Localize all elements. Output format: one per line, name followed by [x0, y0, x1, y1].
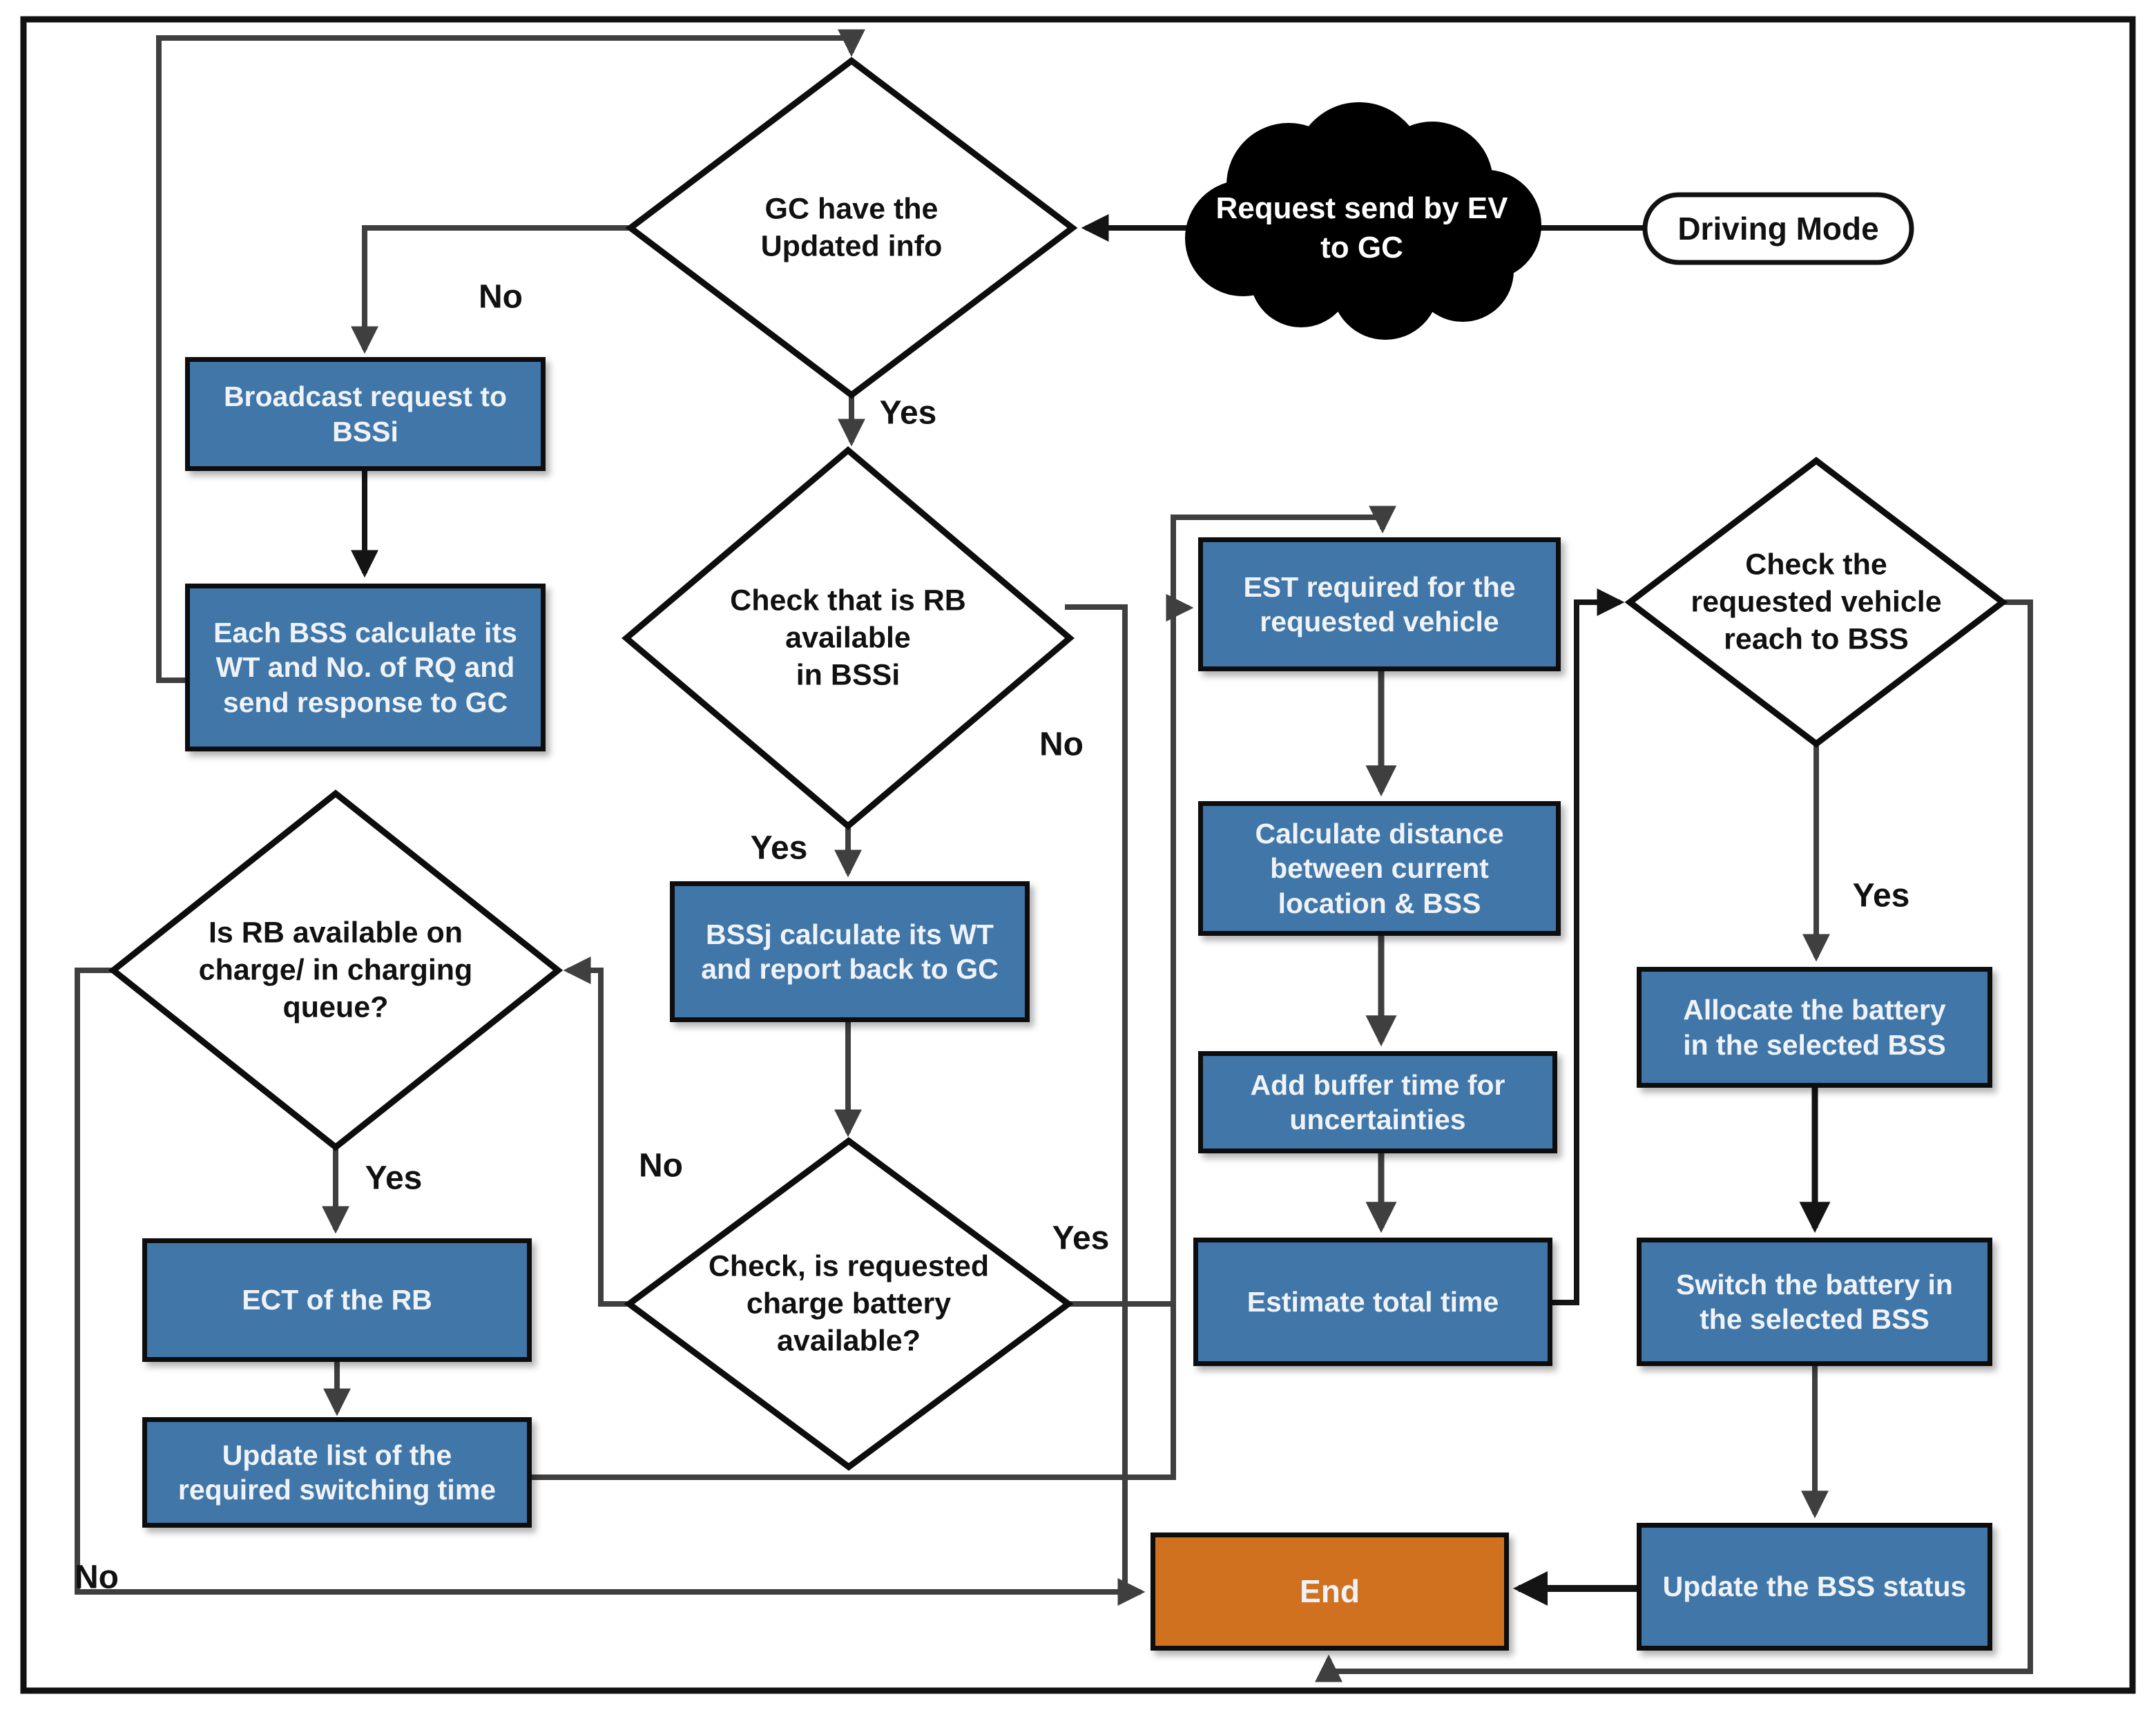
process-update-bss-status: Update the BSS status [1637, 1523, 1992, 1651]
label-yes-d4: Yes [365, 1160, 423, 1197]
process-estimate-total-time: Estimate total time [1193, 1238, 1552, 1366]
edge-d1-no-to-broadcast [351, 225, 631, 354]
label-yes-d5: Yes [1852, 877, 1910, 914]
decision-gc-updated-shape [625, 57, 1078, 399]
process-ect-of-rb: ECT of the RB [142, 1238, 532, 1362]
label-no-d1: No [479, 278, 523, 316]
label-no-d4: No [75, 1559, 119, 1596]
process-each-bss-calculate: Each BSS calculate its WT and No. of RQ … [185, 584, 546, 751]
decision-reach-bss-label: Check the requested vehicle reach to BSS [1691, 548, 1942, 655]
cloud-shape [1185, 102, 1541, 340]
process-allocate-battery: Allocate the battery in the selected BSS [1637, 967, 1992, 1088]
decision-rb-available-shape [622, 446, 1075, 830]
edge-d5-loop-to-end-bottom [1315, 599, 2033, 1682]
label-yes-d3: Yes [1052, 1220, 1110, 1257]
label-no-d3: No [639, 1147, 683, 1184]
decision-gc-updated-label: GC have the Updated info [760, 192, 943, 262]
label-no-d2: No [1039, 726, 1084, 763]
label-yes-d1: Yes [879, 394, 937, 432]
outer-border [20, 16, 2136, 1694]
process-bssj-calculate: BSSj calculate its WT and report back to… [670, 881, 1030, 1022]
edge-updatelist-loop-to-est-top [532, 506, 1396, 1480]
edge-d2-no-to-end-line [1065, 604, 1128, 1592]
driving-mode-shape [1642, 192, 1914, 265]
driving-mode-label: Driving Mode [1677, 211, 1879, 247]
decision-charge-battery-shape [624, 1137, 1074, 1471]
process-update-switching-list: Update list of the required switching ti… [142, 1417, 532, 1528]
decision-rb-on-charge-label: Is RB available on charge/ in charging q… [198, 916, 473, 1024]
edge-esttotal-to-d5 [1552, 588, 1625, 1305]
process-est-required: EST required for the requested vehicle [1198, 537, 1561, 671]
decision-reach-bss-shape [1624, 457, 2008, 748]
cloud-request-label: Request send by EV to GC [1215, 191, 1508, 265]
terminator-end: End [1151, 1533, 1509, 1651]
process-add-buffer-time: Add buffer time for uncertainties [1198, 1051, 1557, 1153]
decision-charge-battery-label: Check, is requested charge battery avail… [708, 1249, 990, 1357]
edge-d3-no-to-d4 [563, 957, 629, 1307]
decision-rb-available-label: Check that is RB available in BSSi [730, 584, 966, 691]
process-switch-battery: Switch the battery in the selected BSS [1637, 1238, 1992, 1366]
process-calculate-distance: Calculate distance between current locat… [1198, 801, 1561, 936]
edge-d4-no-to-end [75, 968, 1146, 1606]
decision-rb-on-charge-shape [108, 789, 564, 1151]
edge-eachbss-feedback-to-d1 [156, 29, 865, 683]
process-broadcast-request: Broadcast request to BSSi [185, 357, 546, 471]
label-yes-d2: Yes [750, 829, 808, 867]
